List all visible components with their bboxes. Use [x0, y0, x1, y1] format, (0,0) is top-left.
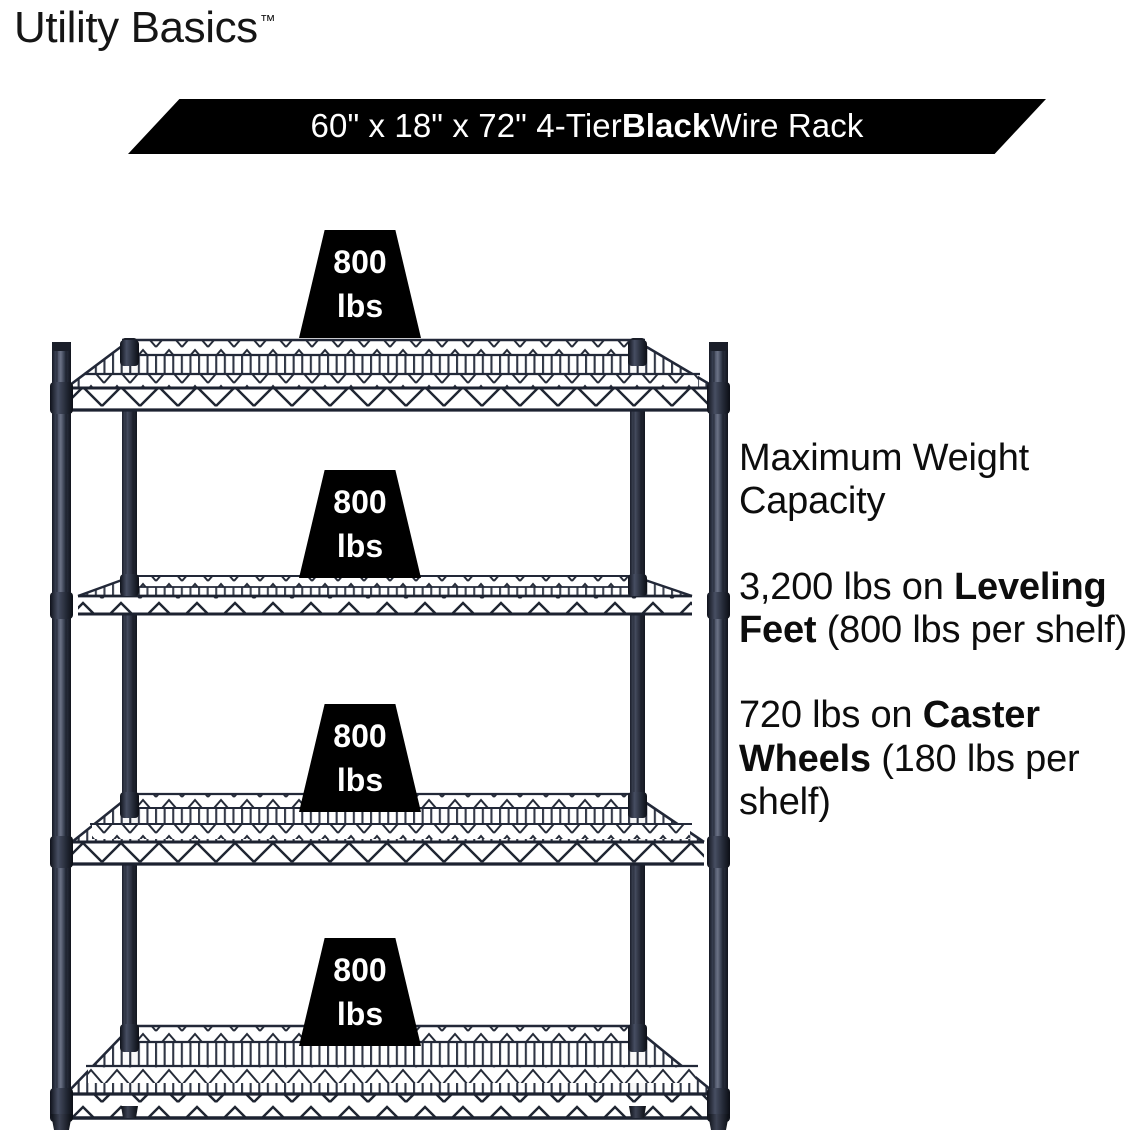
caster-wheels-emphasis: Caster Wheels	[739, 694, 1040, 780]
shelf-collars	[50, 340, 730, 1122]
weight-badge-unit: lbs	[336, 762, 384, 798]
shelf-tier-3	[71, 792, 705, 866]
weight-badge-unit: lbs	[336, 996, 384, 1032]
capacity-heading: Maximum Weight Capacity	[739, 437, 1030, 523]
leveling-feet-suffix: (800 lbs per shelf)	[816, 608, 1128, 651]
weight-badge-number: 800	[333, 952, 387, 988]
weight-badge-unit: lbs	[336, 288, 384, 324]
weight-badge-unit: lbs	[336, 528, 384, 564]
banner-title-suffix: Wire Rack	[710, 107, 864, 144]
caster-wheels-prefix: 720 lbs on	[739, 694, 923, 737]
leveling-feet-emphasis: Leveling Feet	[739, 565, 1107, 651]
banner-title-text: 60" x 18" x 72" 4-Tier Black Wire Rack	[128, 99, 1046, 154]
trademark-symbol: ™	[259, 13, 276, 31]
shelf-tier-2	[77, 575, 693, 616]
banner-title-prefix: 60" x 18" x 72" 4-Tier	[310, 107, 622, 144]
capacity-caster-wheels-text: 720 lbs on Caster Wheels (180 lbs per sh…	[739, 694, 1133, 824]
brand-name: Utility Basics	[14, 3, 258, 52]
shelf-tier-1	[65, 338, 717, 412]
banner-background-shape	[128, 99, 1046, 154]
wire-rack-illustration	[50, 338, 730, 1130]
weight-badge-tier-1: 800 lbs	[299, 230, 421, 338]
banner-title-emphasis: Black	[621, 107, 711, 144]
product-title-banner: 60" x 18" x 72" 4-Tier Black Wire Rack	[128, 99, 1046, 154]
weight-badge-number: 800	[333, 244, 387, 280]
capacity-copy-block: Maximum Weight Capacity 3,200 lbs on Lev…	[739, 437, 1133, 824]
capacity-leveling-feet-text: 3,200 lbs on Leveling Feet (800 lbs per …	[739, 566, 1133, 653]
weight-badge-number: 800	[333, 484, 387, 520]
caster-wheels-suffix: (180 lbs per shelf)	[739, 737, 1080, 823]
rack-rear-posts	[122, 340, 645, 1110]
shelf-tier-4	[65, 1024, 717, 1120]
leveling-feet	[51, 1106, 729, 1130]
leveling-feet-prefix: 3,200 lbs on	[739, 565, 955, 608]
weight-badge-number: 800	[333, 718, 387, 754]
